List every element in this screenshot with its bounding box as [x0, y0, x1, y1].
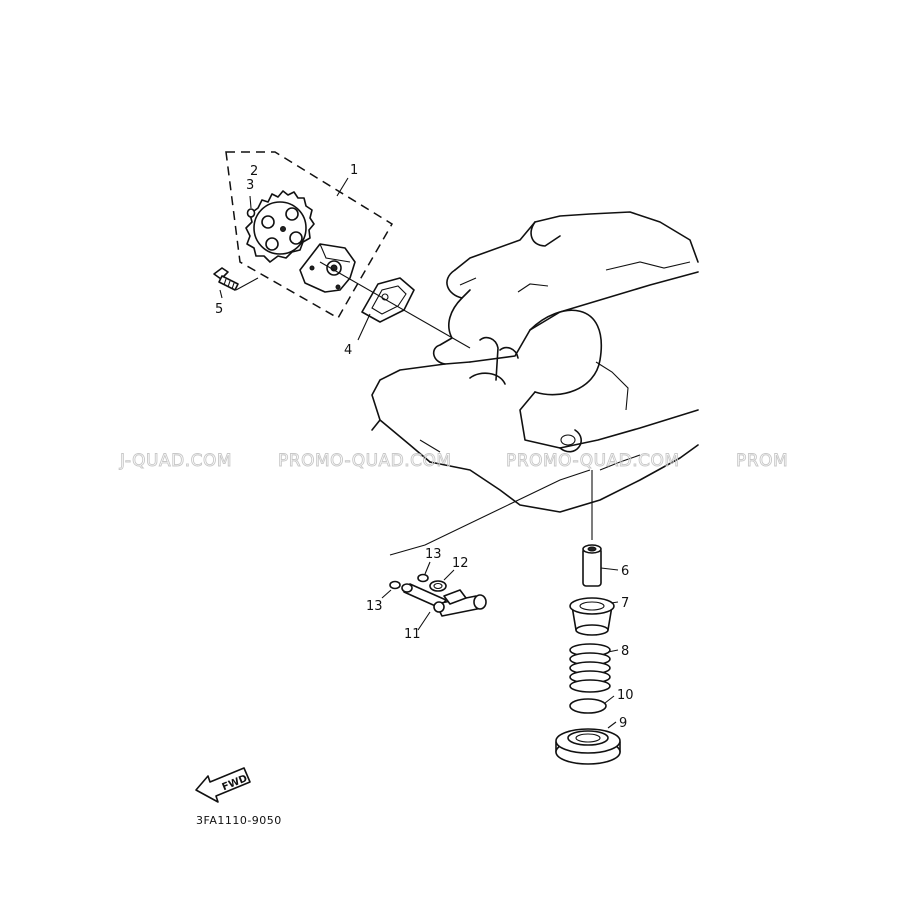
watermark-2: PROMO-QUAD.COM	[278, 451, 452, 471]
label-part-13-upper: 13	[425, 547, 442, 562]
forward-arrow-icon: FWD	[195, 767, 251, 803]
label-part-7: 7	[621, 596, 629, 611]
figure-code: 3FA1110-9050	[196, 814, 282, 827]
strainer-cap	[569, 597, 615, 636]
oil-pump-assembly-outline	[225, 151, 394, 320]
oil-pump-body	[299, 243, 356, 293]
label-part-2: 2	[250, 164, 258, 179]
strainer-spring	[569, 643, 611, 693]
label-part-13-lower: 13	[366, 599, 383, 614]
pump-mounting-screw	[213, 267, 239, 299]
circlip-part	[246, 195, 256, 218]
oil-pump-gasket	[357, 277, 415, 341]
engine-crankcase	[371, 211, 699, 513]
pump-shaft-line	[319, 261, 471, 349]
watermark-3: PROMO-QUAD.COM	[506, 451, 680, 471]
label-part-9: 9	[619, 716, 627, 731]
label-part-10: 10	[617, 688, 634, 703]
label-part-8: 8	[621, 644, 629, 659]
label-leaders	[600, 567, 619, 729]
label-part-5: 5	[215, 302, 223, 317]
label-part-3: 3	[246, 178, 254, 193]
o-ring	[569, 698, 607, 714]
watermark-4: PROM	[736, 451, 788, 471]
part-labels: 1 2 3 4 5 6 7 8 9 10 11 12 13 13	[215, 163, 634, 731]
label-part-12: 12	[452, 556, 469, 571]
label-part-4: 4	[344, 343, 352, 358]
strainer-leader-line	[389, 469, 591, 556]
drain-plug	[555, 728, 621, 765]
oil-delivery-pipe	[401, 583, 487, 631]
label-part-1: 1	[350, 163, 358, 178]
label-part-11: 11	[404, 627, 421, 642]
oil-pipe	[582, 544, 602, 587]
label-part-6: 6	[621, 564, 629, 579]
oil-pump-gear	[245, 190, 315, 263]
watermark-1: J-QUAD.COM	[119, 451, 232, 471]
gasket-washers	[381, 561, 455, 599]
watermark-row: J-QUAD.COM PROMO-QUAD.COM PROMO-QUAD.COM…	[119, 451, 789, 472]
